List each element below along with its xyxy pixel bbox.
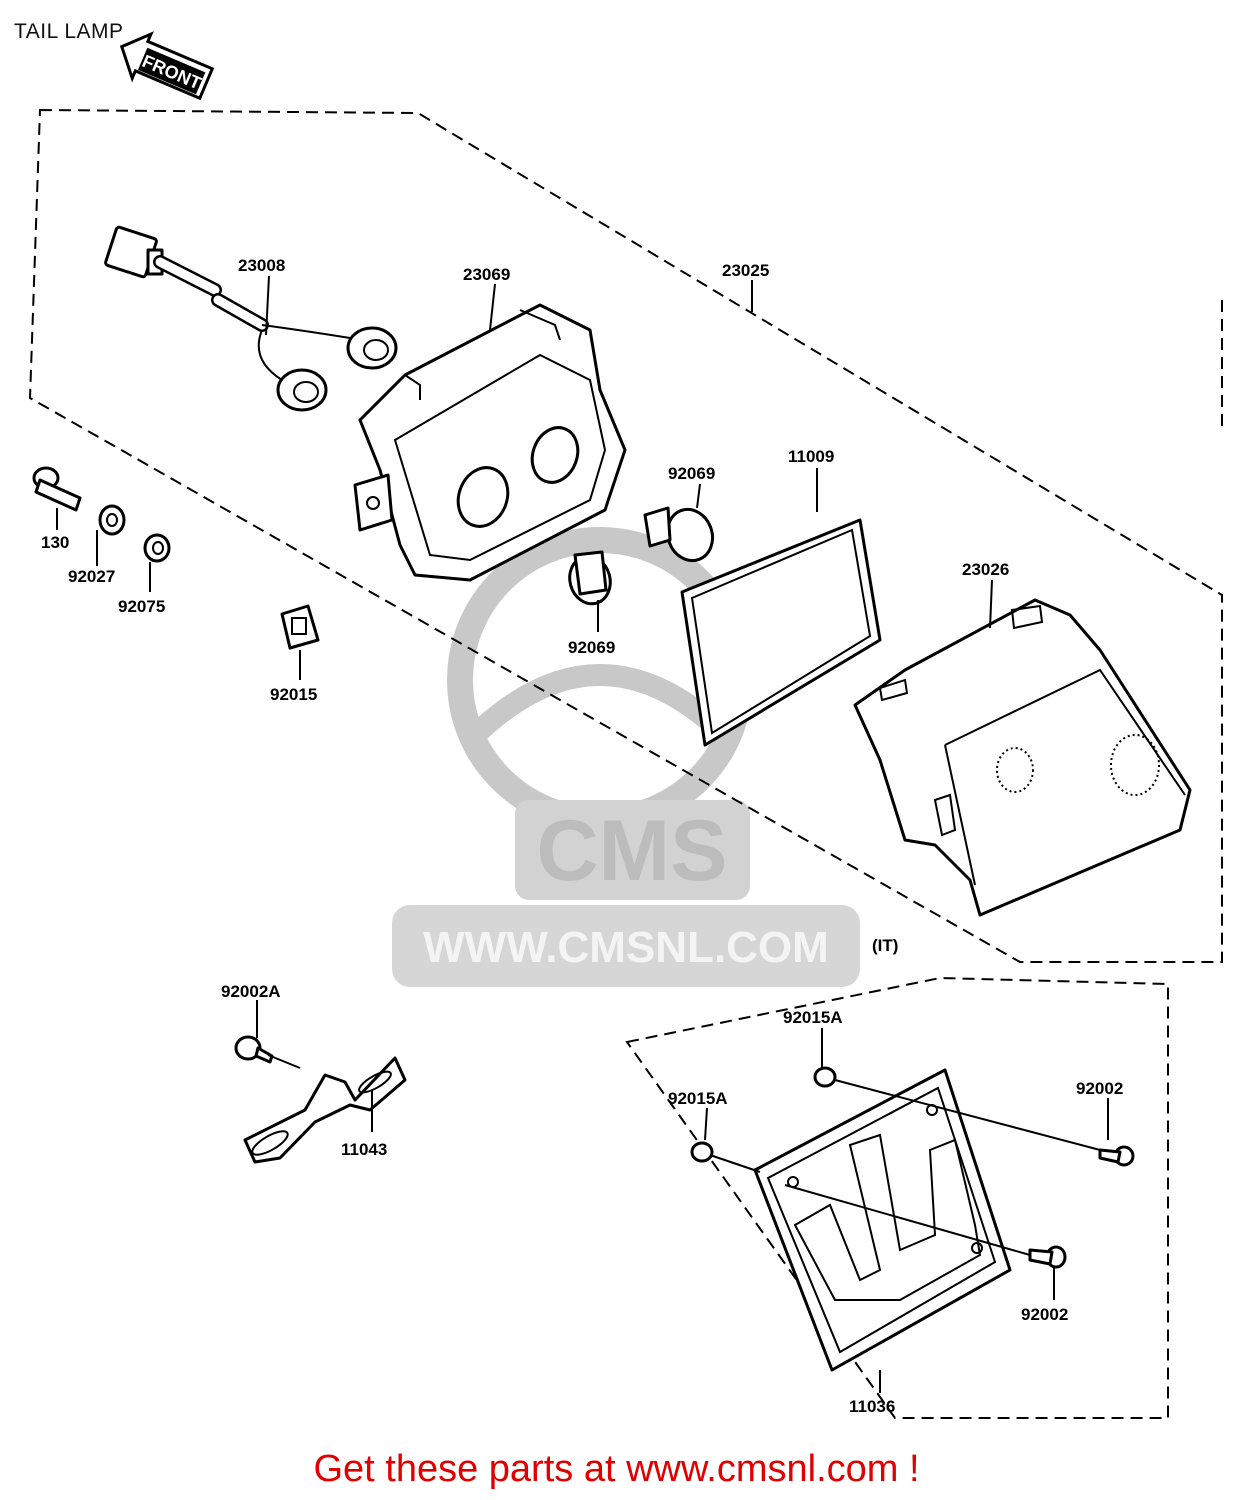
nut-92015A-upper [813,1066,837,1088]
label-92002A: 92002A [221,982,281,1001]
label-it: (IT) [872,936,898,955]
plate-bracket-11036 [753,1068,1012,1372]
watermark-logo-text: CMS [536,803,727,899]
label-11043: 11043 [341,1140,387,1159]
label-92015: 92015 [270,685,317,704]
bolt-130 [32,466,82,512]
label-92075: 92075 [118,597,165,616]
label-130: 130 [41,533,69,552]
label-92027: 92027 [68,567,115,586]
collar-92027 [98,504,126,536]
watermark-url-text: WWW.CMSNL.COM [423,923,829,972]
label-23069: 23069 [463,265,510,284]
front-arrow-icon: FRONT [119,31,215,101]
damper-92075 [143,533,171,563]
label-92069-lower: 92069 [568,638,615,657]
bulb-92069-lower [568,550,612,606]
label-11009: 11009 [788,447,834,466]
wiring-harness-23008 [104,225,398,412]
label-92015A-lower: 92015A [668,1089,728,1108]
leader-lines [56,275,1109,1393]
footer-link[interactable]: Get these parts at www.cmsnl.com ! [313,1448,920,1490]
label-11036: 11036 [849,1397,895,1416]
label-23025: 23025 [722,261,769,280]
page-title: TAIL LAMP [14,20,124,43]
label-23026: 23026 [962,560,1009,579]
lamp-housing-23069 [353,303,627,582]
gasket-11009 [680,518,882,747]
label-92002-upper: 92002 [1076,1079,1123,1098]
nut-92015 [280,604,320,650]
bulb-92069-upper [643,506,715,563]
label-23008: 23008 [238,256,285,275]
label-92069-upper: 92069 [668,464,715,483]
part-labels: 23008 23069 23025 130 92027 92075 92015 … [41,256,1123,1416]
lens-23026 [853,598,1192,917]
bolt-92002-lower [1028,1245,1067,1269]
bracket-11043 [243,1056,407,1164]
label-92002-lower: 92002 [1021,1305,1068,1324]
bolt-92002A [234,1035,274,1064]
label-92015A-upper: 92015A [783,1008,843,1027]
assembly-outline [28,108,1223,963]
nut-92015A-lower [690,1141,714,1163]
bolt-92002-upper [1098,1145,1135,1167]
